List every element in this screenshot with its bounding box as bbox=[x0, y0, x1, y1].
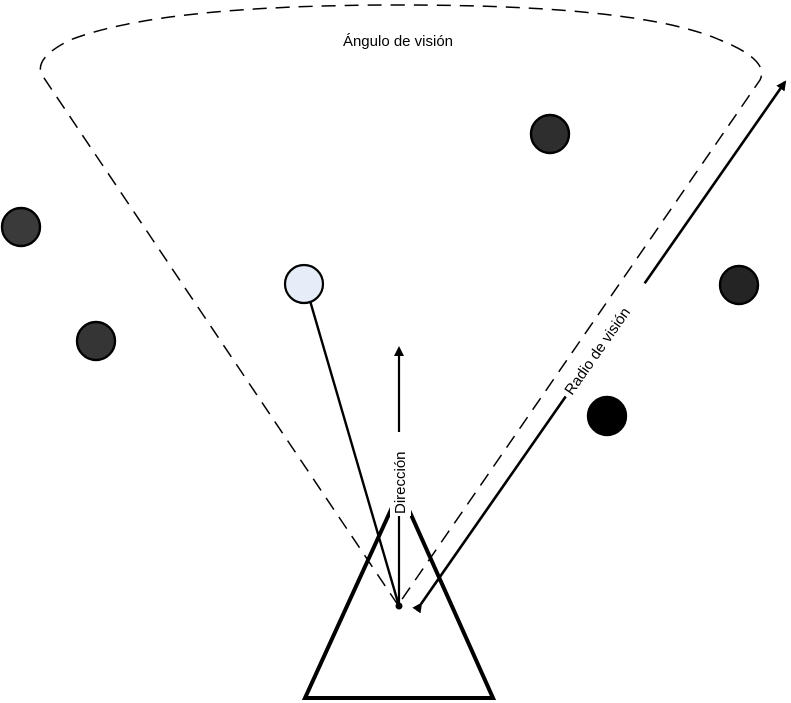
direction-label: Dirección bbox=[392, 451, 409, 514]
obstacle-dot-right bbox=[718, 264, 760, 306]
obstacle-dot-left-lower bbox=[75, 320, 117, 362]
obstacle-dot-black bbox=[586, 395, 628, 437]
vision-cone-boundary bbox=[39, 4, 763, 606]
obstacle-dot-left-top bbox=[0, 206, 42, 248]
target-circle bbox=[283, 263, 325, 305]
obstacle-dot-top-right bbox=[529, 113, 571, 155]
agent-center-point bbox=[395, 602, 403, 610]
target-direction-line bbox=[306, 287, 401, 607]
vision-angle-label: Ángulo de visión bbox=[343, 33, 453, 50]
